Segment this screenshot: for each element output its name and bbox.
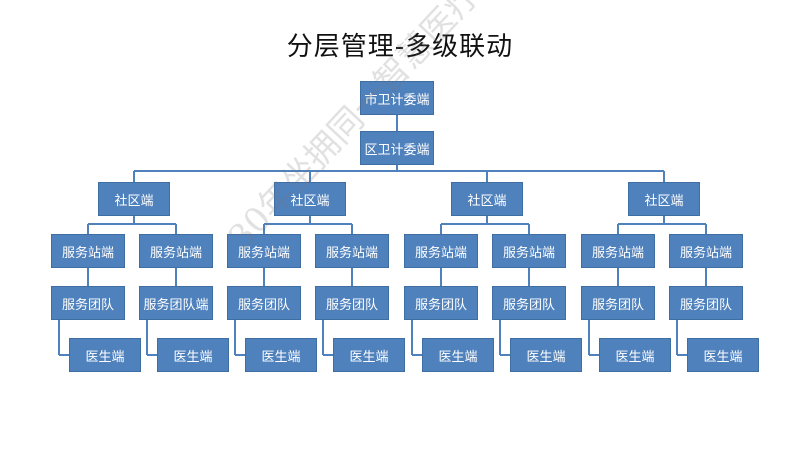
station-node: 服务站端 [315, 234, 389, 268]
page-title: 分层管理-多级联动 [286, 32, 514, 62]
station-node: 服务站端 [227, 234, 301, 268]
district-node: 区卫计委端 [360, 131, 434, 165]
doctor-node: 医生端 [510, 338, 582, 372]
station-node: 服务站端 [51, 234, 125, 268]
root-node: 市卫计委端 [360, 81, 434, 115]
doctor-node: 医生端 [245, 338, 317, 372]
doctor-node: 医生端 [599, 338, 671, 372]
doctor-node: 医生端 [422, 338, 494, 372]
community-node: 社区端 [628, 182, 700, 216]
team-node: 服务团队 [669, 286, 743, 320]
doctor-node: 医生端 [69, 338, 141, 372]
team-node: 服务团队 [492, 286, 566, 320]
doctor-node: 医生端 [687, 338, 759, 372]
team-node: 服务团队 [581, 286, 655, 320]
station-node: 服务站端 [669, 234, 743, 268]
community-node: 社区端 [274, 182, 346, 216]
team-node: 服务团队端 [139, 286, 213, 320]
station-node: 服务站端 [404, 234, 478, 268]
doctor-node: 医生端 [333, 338, 405, 372]
station-node: 服务站端 [492, 234, 566, 268]
team-node: 服务团队 [51, 286, 125, 320]
community-node: 社区端 [451, 182, 523, 216]
station-node: 服务站端 [581, 234, 655, 268]
team-node: 服务团队 [315, 286, 389, 320]
community-node: 社区端 [98, 182, 170, 216]
team-node: 服务团队 [404, 286, 478, 320]
station-node: 服务站端 [139, 234, 213, 268]
doctor-node: 医生端 [157, 338, 229, 372]
team-node: 服务团队 [227, 286, 301, 320]
